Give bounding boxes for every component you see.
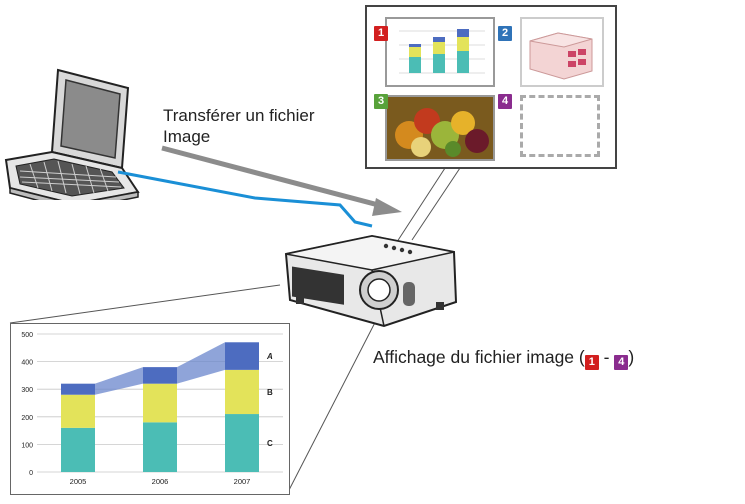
transfer-label-line2: Image bbox=[163, 127, 211, 146]
connector-a bbox=[95, 367, 143, 395]
slot-3 bbox=[385, 95, 495, 161]
slot-2-badge-icon: 2 bbox=[498, 26, 512, 41]
transfer-label: Transférer un fichier Image bbox=[163, 105, 314, 147]
slot-1-chart-thumbnail bbox=[387, 19, 493, 85]
y-tick-label: 100 bbox=[21, 442, 33, 449]
display-label-prefix: Affichage du fichier image ( bbox=[373, 347, 585, 367]
display-screen bbox=[365, 5, 617, 169]
y-tick-label: 400 bbox=[21, 360, 33, 367]
slot-3-fruit-photo bbox=[387, 97, 493, 159]
bar-b-2005 bbox=[61, 394, 95, 428]
bar-b-2007 bbox=[225, 369, 259, 415]
bar-c-2006 bbox=[143, 422, 177, 472]
badge-from-icon: 1 bbox=[584, 355, 599, 370]
transfer-label-line1: Transférer un fichier bbox=[163, 106, 315, 125]
slot-2 bbox=[520, 17, 604, 87]
y-tick-label: 200 bbox=[21, 415, 33, 422]
y-tick-label: 0 bbox=[29, 470, 33, 477]
y-tick-label: 300 bbox=[21, 387, 33, 394]
bar-a-2007 bbox=[225, 342, 259, 370]
display-label: Affichage du fichier image (1 - 4) bbox=[373, 347, 634, 370]
slot-4 bbox=[520, 95, 600, 157]
laptop-icon bbox=[4, 68, 140, 200]
series-label-b: B bbox=[267, 388, 273, 397]
slot-2-building-thumbnail bbox=[529, 32, 593, 80]
slot-3-badge-icon: 3 bbox=[374, 94, 388, 109]
slot-1-badge-icon: 1 bbox=[374, 26, 388, 41]
series-label-a: A bbox=[266, 352, 273, 361]
display-label-suffix: ) bbox=[628, 347, 635, 367]
y-tick-label: 500 bbox=[21, 332, 33, 339]
x-tick-label: 2005 bbox=[70, 477, 87, 486]
zoomed-chart: 0 100 200 300 400 500 2005 2006 2007 C B A bbox=[10, 323, 290, 495]
connector-a bbox=[177, 342, 225, 384]
bar-b-2006 bbox=[143, 383, 177, 423]
bar-c-2005 bbox=[61, 427, 95, 472]
bar-a-2005 bbox=[61, 383, 95, 395]
slot-1 bbox=[385, 17, 495, 87]
projector-icon bbox=[284, 234, 458, 328]
series-label-c: C bbox=[267, 439, 273, 448]
badge-to-icon: 4 bbox=[614, 355, 629, 370]
x-tick-label: 2007 bbox=[234, 477, 251, 486]
bar-a-2006 bbox=[143, 367, 177, 384]
slot-4-badge-icon: 4 bbox=[498, 94, 512, 109]
bar-c-2007 bbox=[225, 414, 259, 472]
x-tick-label: 2006 bbox=[152, 477, 169, 486]
display-label-dash: - bbox=[598, 347, 615, 367]
